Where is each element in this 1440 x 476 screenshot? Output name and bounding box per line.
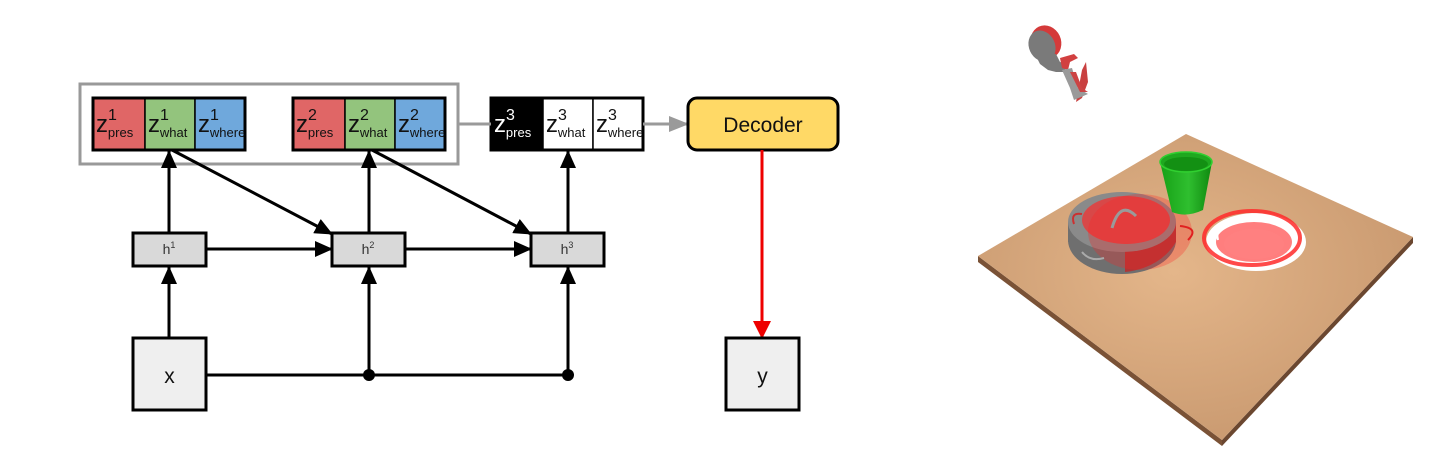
hidden-state-label: h2 [362,240,375,257]
output-label: y [757,365,768,388]
hidden-state-1: h1 [131,231,208,268]
floating-object [1028,25,1088,102]
pot [1068,192,1194,274]
decoder-label: Decoder [723,114,802,137]
input-node: x [131,336,208,412]
z1-to-h2-arrow [171,148,333,236]
hidden-state-2: h2 [330,231,407,268]
rendered-scene [978,25,1413,446]
output-node: y [724,336,801,412]
hidden-states: h1 h2 h3 [131,231,606,268]
z2-to-h3-arrow [371,148,532,236]
latent-cell-bg [592,97,644,151]
hidden-state-label: h1 [163,240,176,257]
input-label: x [164,365,175,388]
green-cup [1159,151,1213,215]
decoder-node: Decoder [686,96,840,152]
plate [1202,209,1306,271]
output-box [724,336,801,412]
hidden-state-3: h3 [529,231,606,268]
hidden-state-label: h3 [561,240,574,257]
